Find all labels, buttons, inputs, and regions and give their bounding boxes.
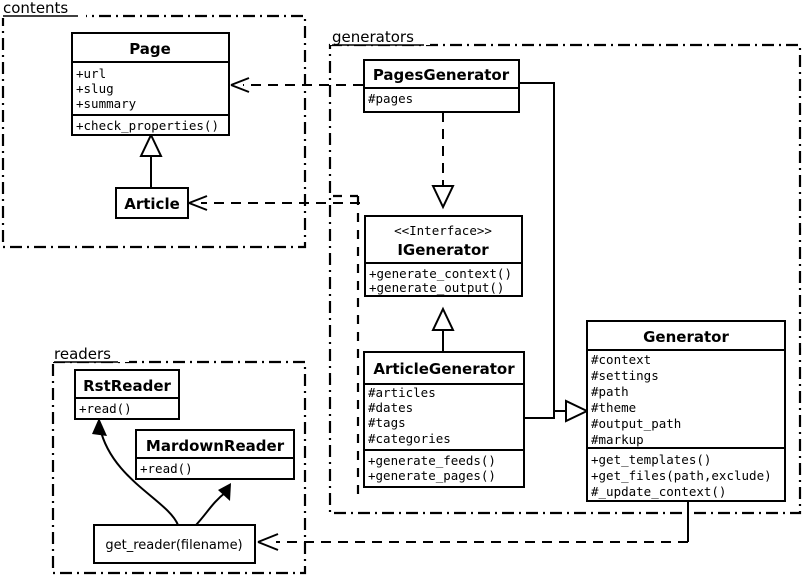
association-curve (195, 491, 227, 526)
relation-pagesgenerator-realizes-igenerator (431, 112, 455, 210)
class-rst-reader-method: +read() (79, 401, 132, 416)
class-generator[interactable]: Generator #context #settings #path #them… (586, 320, 786, 502)
class-article-title: Article (124, 195, 180, 213)
class-article-generator-attribute: #categories (368, 431, 451, 446)
dependency-arrowhead (188, 195, 208, 211)
package-contents-label: contents (3, 0, 68, 17)
class-generator-attribute: #theme (591, 400, 636, 415)
package-contents: contents (0, 0, 307, 249)
class-page-method: +check_properties() (76, 118, 219, 133)
generalization-line (519, 82, 566, 412)
class-igenerator-stereotype: <<Interface>> (394, 223, 492, 238)
class-igenerator[interactable]: <<Interface>> IGenerator +generate_conte… (364, 215, 523, 297)
class-generator-title: Generator (643, 328, 729, 346)
class-generator-method: +get_files(path,exclude) (591, 468, 772, 483)
package-contents-label-bg (0, 0, 86, 18)
class-page[interactable]: Page +url +slug +summary +check_properti… (71, 32, 230, 136)
class-get-reader-frame (93, 524, 256, 564)
generalization-arrowhead (431, 306, 455, 331)
package-generators-border (328, 43, 802, 515)
class-rst-reader[interactable]: RstReader +read() (74, 369, 180, 420)
package-generators-label: generators (332, 28, 414, 46)
package-readers: readers (51, 343, 307, 575)
class-generator-attribute: #output_path (591, 416, 681, 431)
relation-generator-uses-get-reader (257, 501, 689, 551)
package-readers-label-bg (51, 343, 129, 362)
class-pages-generator[interactable]: PagesGenerator #pages (363, 59, 520, 113)
association-curve (99, 427, 179, 526)
package-contents-border (1, 14, 307, 249)
class-mardown-reader-method: +read() (140, 461, 193, 476)
class-article-generator-attribute: #articles (368, 385, 436, 400)
relation-articlegenerator-extends-igenerator (431, 306, 455, 352)
class-page-frame (71, 32, 230, 136)
class-mardown-reader-title: MardownReader (146, 437, 285, 455)
class-generator-method: +get_templates() (591, 452, 711, 467)
class-generator-attribute: #path (591, 384, 629, 399)
class-mardown-reader-frame (135, 429, 295, 480)
class-pages-generator-title: PagesGenerator (373, 66, 510, 84)
class-generator-attribute: #context (591, 352, 651, 367)
class-get-reader[interactable]: get_reader(filename) (93, 524, 256, 564)
association-arrowhead (92, 418, 107, 436)
class-article-generator-frame (363, 351, 525, 488)
generalization-arrowhead (565, 399, 590, 423)
class-article-generator-attribute: #dates (368, 400, 413, 415)
class-igenerator-title: IGenerator (397, 241, 489, 259)
class-page-attribute: +summary (76, 96, 137, 111)
association-arrowhead (218, 483, 231, 501)
relation-pagesgenerator-extends-generator (519, 82, 590, 423)
class-article-generator[interactable]: ArticleGenerator #articles #dates #tags … (363, 351, 525, 488)
relation-articlegenerator-extends-generator (524, 411, 555, 419)
generalization-line (524, 411, 555, 419)
class-rst-reader-frame (74, 369, 180, 420)
package-readers-border (51, 360, 307, 575)
package-generators-label-bg (330, 26, 430, 45)
relation-articlegenerator-uses-article (188, 195, 360, 211)
class-article[interactable]: Article (115, 187, 189, 219)
relation-get-reader-returns-rstreader (92, 418, 179, 526)
relation-get-reader-returns-mardownreader (195, 483, 231, 526)
class-pages-generator-attribute: #pages (368, 91, 413, 106)
dependency-arrowhead (230, 77, 250, 93)
class-page-attribute: +url (76, 66, 106, 81)
class-generator-method: #_update_context() (591, 484, 726, 499)
relation-article-extends-page (139, 132, 163, 188)
package-generators: generators (328, 26, 802, 515)
class-generator-attribute: #markup (591, 432, 644, 447)
class-igenerator-frame (364, 215, 523, 297)
relation-pagesgenerator-uses-page (230, 77, 363, 93)
class-page-attribute: +slug (76, 81, 114, 96)
dependency-arrowhead (257, 533, 279, 551)
class-article-generator-title: ArticleGenerator (373, 360, 515, 378)
class-mardown-reader[interactable]: MardownReader +read() (135, 429, 295, 480)
class-pages-generator-frame (363, 59, 520, 113)
class-article-generator-method: +generate_feeds() (368, 453, 496, 468)
class-article-generator-method: +generate_pages() (368, 468, 496, 483)
package-readers-label: readers (54, 345, 111, 363)
realization-arrowhead (431, 185, 455, 210)
class-igenerator-method: +generate_output() (369, 280, 504, 295)
class-generator-attribute: #settings (591, 368, 659, 383)
class-page-title: Page (129, 40, 171, 58)
class-igenerator-method: +generate_context() (369, 266, 512, 281)
class-article-frame (115, 187, 189, 219)
class-rst-reader-title: RstReader (83, 377, 171, 395)
class-article-generator-attribute: #tags (368, 415, 406, 430)
class-get-reader-title: get_reader(filename) (105, 538, 242, 553)
generalization-arrowhead (139, 132, 163, 157)
